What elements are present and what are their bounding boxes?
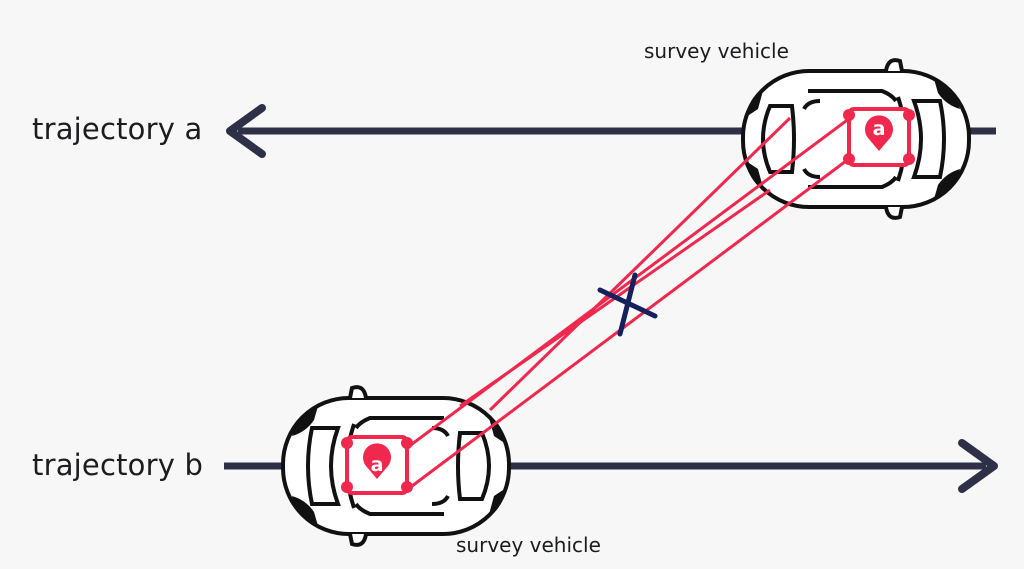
sight-line-4 (488, 116, 792, 412)
survey-vehicle-bottom-label: survey vehicle (456, 533, 601, 557)
logo-letter-bottom: a (371, 454, 384, 476)
sight-line-2 (407, 156, 851, 491)
trajectory-a-label: trajectory a (32, 112, 203, 146)
trajectory-a-arrowhead-icon (226, 104, 266, 158)
logo-letter-top: a (873, 118, 886, 140)
survey-vehicle-top-label: survey vehicle (644, 39, 789, 63)
x-marker-icon (597, 272, 658, 337)
trajectory-b-arrowhead-icon (958, 439, 998, 493)
trajectory-b-label: trajectory b (32, 448, 204, 482)
